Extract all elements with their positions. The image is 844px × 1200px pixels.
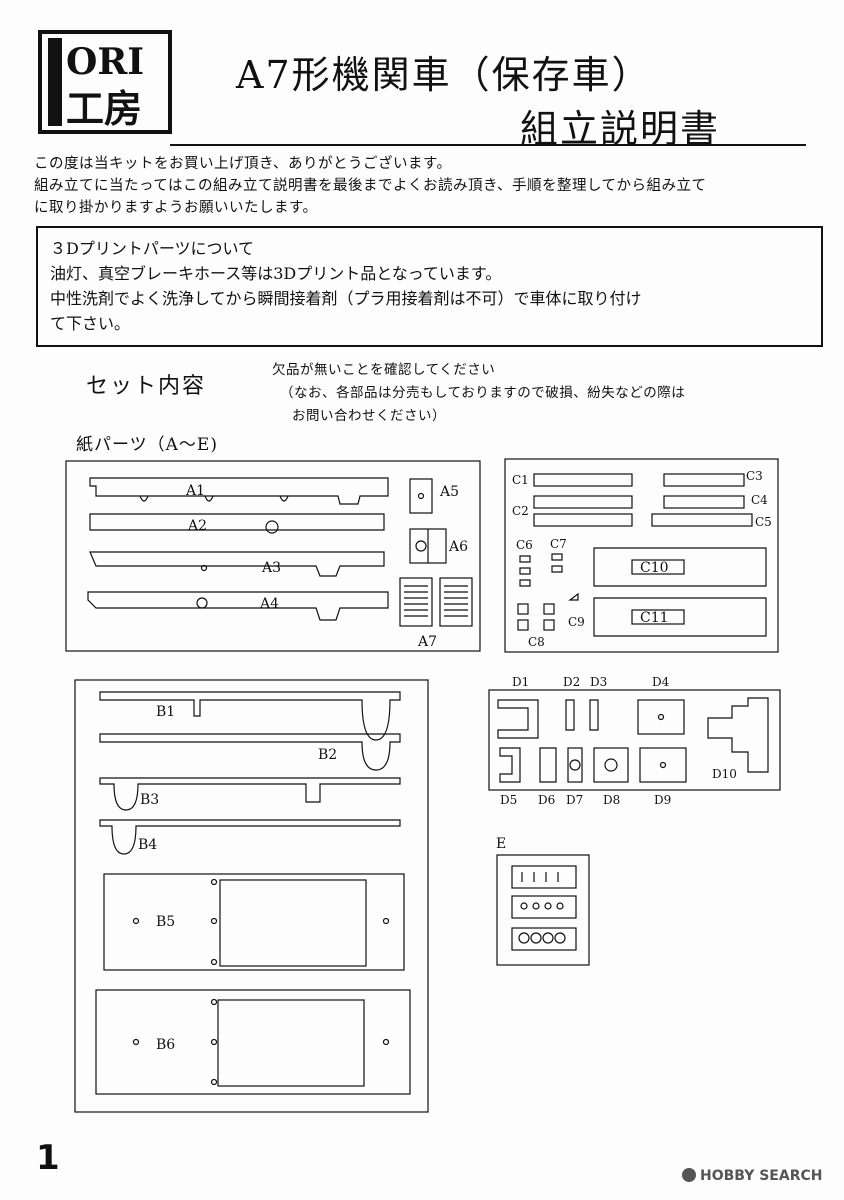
part-label-c4: C4 [751,493,768,507]
part-label-d10: D10 [712,767,737,781]
check-note-line-2: （なお、各部品は分売もしておりますので破損、紛失などの際は [280,385,686,401]
title-divider [170,144,806,146]
parts-sheet-d: D1 D2 D3 D4 D10 D5 D6 D7 D8 D9 [488,675,781,807]
notice-heading: ３Dプリントパーツについて [50,239,255,258]
part-label-a5: A5 [439,484,459,500]
part-label-d2: D2 [563,675,580,689]
part-label-c11: C11 [640,610,669,626]
part-label-e: E [496,836,506,852]
intro-line-1: この度は当キットをお買い上げ頂き、ありがとうございます。 [34,156,452,172]
part-label-c9: C9 [568,615,585,629]
hobby-search-logo-icon [682,1168,696,1182]
parts-sheet-e: E [496,836,590,966]
part-label-c3: C3 [746,469,763,483]
part-label-a2: A2 [187,518,207,534]
intro-line-2: 組み立てに当たってはこの組み立て説明書を最後までよくお読み頂き、手順を整理してか… [34,178,707,194]
part-label-c2: C2 [512,504,529,518]
part-label-c1: C1 [512,473,529,487]
part-label-d1: D1 [512,675,529,689]
watermark: HOBBY SEARCH [682,1168,822,1184]
part-label-b2: B2 [318,747,337,763]
part-label-a1: A1 [185,483,205,499]
parts-sheet-c: C1 C2 C3 C4 C5 C6 C7 C10 C11 C8 C9 [504,458,779,653]
part-label-c10: C10 [640,560,669,576]
notice-line: て下さい。 [50,314,131,333]
parts-sheet-a: A1 A2 A3 A4 A5 A6 A7 [65,460,481,652]
logo-text-top: ORI [66,41,144,83]
iori-kobo-logo: ORI 工房 [38,30,172,134]
part-label-d7: D7 [566,793,583,807]
part-label-a7: A7 [417,634,437,650]
intro-line-3: に取り掛かりますようお願いいたします。 [34,200,318,216]
notice-line: 中性洗剤でよく洗浄してから瞬間接着剤（プラ用接着剤は不可）で車体に取り付け [50,289,642,308]
part-label-d3: D3 [590,675,607,689]
part-label-a6: A6 [448,539,468,555]
notice-line: 油灯、真空ブレーキホース等は3Dプリント品となっています。 [50,264,502,283]
parts-sheet-b: B1 B2 B3 B4 B5 B6 [74,679,429,1113]
part-label-d8: D8 [603,793,620,807]
part-label-b5: B5 [156,914,175,930]
set-contents-heading: セット内容 [86,374,207,399]
part-label-d9: D9 [654,793,671,807]
page-number: 1 [36,1138,60,1178]
part-label-b6: B6 [156,1037,175,1053]
part-label-c8: C8 [528,635,545,649]
part-label-a3: A3 [261,560,281,576]
check-note-line-3: お問い合わせください） [292,408,446,424]
title-line-2: 組立説明書 [520,107,721,151]
part-label-b1: B1 [156,704,175,720]
check-note-line-1: 欠品が無いことを確認してください [272,362,496,378]
part-label-c6: C6 [516,538,533,552]
watermark-text: HOBBY SEARCH [700,1168,823,1184]
logo-mark: ORI 工房 [48,38,144,130]
part-label-b4: B4 [138,837,157,853]
logo-text-bottom: 工房 [66,86,142,130]
part-label-b3: B3 [140,792,159,808]
part-label-d5: D5 [500,793,517,807]
part-label-d4: D4 [652,675,670,689]
3d-print-notice-box: ３Dプリントパーツについて 油灯、真空ブレーキホース等は3Dプリント品となってい… [36,226,823,347]
part-label-d6: D6 [538,793,555,807]
part-label-c7: C7 [550,537,567,551]
title-line-1: A7形機関車（保存車） [236,53,652,97]
part-label-c5: C5 [755,515,772,529]
part-label-a4: A4 [259,596,279,612]
paper-parts-heading: 紙パーツ（A〜E) [76,435,218,455]
